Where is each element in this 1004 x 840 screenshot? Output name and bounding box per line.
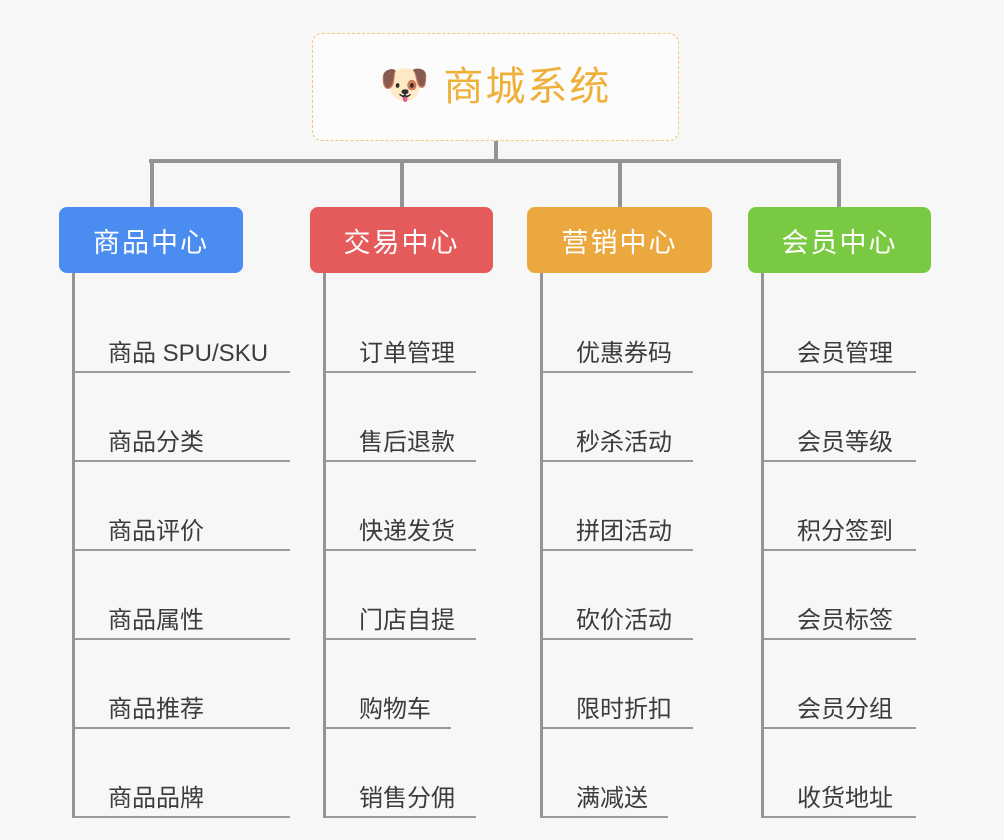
category-box[interactable]: 会员中心 xyxy=(748,207,931,273)
root-title: 商城系统 xyxy=(443,65,612,109)
leaf-list: 订单管理售后退款快递发货门店自提购物车销售分佣 xyxy=(323,273,493,818)
leaf-label: 会员管理 xyxy=(797,339,893,367)
leaf-label: 会员标签 xyxy=(797,606,893,634)
leaf-item[interactable]: 优惠券码 xyxy=(543,284,712,373)
branch-column-4: 会员中心会员管理会员等级积分签到会员标签会员分组收货地址 xyxy=(748,207,931,818)
leaf-underline xyxy=(543,460,693,462)
dog-face-icon: 🐶 xyxy=(379,63,430,107)
leaf-label: 砍价活动 xyxy=(576,606,672,634)
connector-drop-3 xyxy=(618,159,622,209)
leaf-underline xyxy=(764,460,916,462)
leaf-underline xyxy=(326,727,451,729)
leaf-label: 商品评价 xyxy=(108,517,204,545)
leaf-item[interactable]: 拼团活动 xyxy=(543,462,712,551)
leaf-item[interactable]: 会员管理 xyxy=(764,284,931,373)
category-box[interactable]: 商品中心 xyxy=(59,207,243,273)
leaf-underline xyxy=(764,371,916,373)
leaf-list: 会员管理会员等级积分签到会员标签会员分组收货地址 xyxy=(761,273,931,818)
leaf-underline xyxy=(75,816,290,818)
leaf-label: 快递发货 xyxy=(359,517,455,545)
branch-column-1: 商品中心商品 SPU/SKU 商品分类商品评价商品属性商品推荐商品品牌 xyxy=(59,207,290,818)
leaf-item[interactable]: 门店自提 xyxy=(326,551,493,640)
leaf-underline xyxy=(75,727,290,729)
leaf-item[interactable]: 商品 SPU/SKU xyxy=(75,284,290,373)
leaf-underline xyxy=(764,727,916,729)
leaf-underline xyxy=(543,816,668,818)
branch-column-3: 营销中心优惠券码秒杀活动拼团活动砍价活动限时折扣满减送 xyxy=(527,207,712,818)
leaf-underline xyxy=(543,371,693,373)
leaf-item[interactable]: 会员标签 xyxy=(764,551,931,640)
leaf-label: 积分签到 xyxy=(797,517,893,545)
leaf-underline xyxy=(326,460,476,462)
connector-bus xyxy=(149,159,840,163)
leaf-label: 门店自提 xyxy=(359,606,455,634)
branch-column-2: 交易中心订单管理售后退款快递发货门店自提购物车销售分佣 xyxy=(310,207,493,818)
leaf-item[interactable]: 秒杀活动 xyxy=(543,373,712,462)
leaf-item[interactable]: 砍价活动 xyxy=(543,551,712,640)
leaf-label: 购物车 xyxy=(359,695,431,723)
leaf-label: 商品 SPU/SKU xyxy=(108,339,269,367)
leaf-label: 优惠券码 xyxy=(576,339,672,367)
leaf-label: 商品品牌 xyxy=(108,784,204,812)
leaf-underline xyxy=(543,638,693,640)
leaf-item[interactable]: 收货地址 xyxy=(764,729,931,818)
leaf-underline xyxy=(764,638,916,640)
leaf-label: 限时折扣 xyxy=(576,695,672,723)
leaf-label: 销售分佣 xyxy=(359,784,455,812)
leaf-underline xyxy=(326,549,476,551)
leaf-item[interactable]: 销售分佣 xyxy=(326,729,493,818)
leaf-item[interactable]: 售后退款 xyxy=(326,373,493,462)
leaf-label: 商品属性 xyxy=(108,606,204,634)
leaf-label: 拼团活动 xyxy=(576,517,672,545)
leaf-item[interactable]: 商品分类 xyxy=(75,373,290,462)
category-box[interactable]: 营销中心 xyxy=(527,207,712,273)
leaf-list: 优惠券码秒杀活动拼团活动砍价活动限时折扣满减送 xyxy=(540,273,712,818)
leaf-item[interactable]: 购物车 xyxy=(326,640,493,729)
leaf-item[interactable]: 商品推荐 xyxy=(75,640,290,729)
leaf-item[interactable]: 满减送 xyxy=(543,729,712,818)
leaf-underline xyxy=(326,638,476,640)
leaf-item[interactable]: 限时折扣 xyxy=(543,640,712,729)
leaf-label: 收货地址 xyxy=(797,784,893,812)
connector-drop-2 xyxy=(400,159,404,209)
leaf-label: 售后退款 xyxy=(359,428,455,456)
category-box[interactable]: 交易中心 xyxy=(310,207,493,273)
root-node[interactable]: 🐶 商城系统 xyxy=(312,33,679,141)
leaf-item[interactable]: 快递发货 xyxy=(326,462,493,551)
leaf-label: 满减送 xyxy=(576,784,648,812)
connector-drop-1 xyxy=(150,159,154,209)
leaf-underline xyxy=(75,460,290,462)
leaf-item[interactable]: 商品属性 xyxy=(75,551,290,640)
leaf-label: 会员等级 xyxy=(797,428,893,456)
leaf-item[interactable]: 商品品牌 xyxy=(75,729,290,818)
leaf-underline xyxy=(326,816,476,818)
leaf-list: 商品 SPU/SKU 商品分类商品评价商品属性商品推荐商品品牌 xyxy=(72,273,290,818)
leaf-item[interactable]: 会员等级 xyxy=(764,373,931,462)
leaf-label: 会员分组 xyxy=(797,695,893,723)
leaf-underline xyxy=(326,371,476,373)
leaf-label: 秒杀活动 xyxy=(576,428,672,456)
leaf-item[interactable]: 会员分组 xyxy=(764,640,931,729)
leaf-underline xyxy=(75,371,290,373)
leaf-underline xyxy=(75,638,290,640)
leaf-underline xyxy=(543,727,693,729)
leaf-label: 商品分类 xyxy=(108,428,204,456)
leaf-underline xyxy=(75,549,290,551)
leaf-label: 商品推荐 xyxy=(108,695,204,723)
leaf-label: 订单管理 xyxy=(359,339,455,367)
leaf-underline xyxy=(764,549,916,551)
leaf-item[interactable]: 商品评价 xyxy=(75,462,290,551)
connector-stem xyxy=(494,141,498,163)
leaf-underline xyxy=(543,549,693,551)
connector-drop-4 xyxy=(837,159,841,209)
leaf-item[interactable]: 积分签到 xyxy=(764,462,931,551)
leaf-item[interactable]: 订单管理 xyxy=(326,284,493,373)
leaf-underline xyxy=(764,816,916,818)
